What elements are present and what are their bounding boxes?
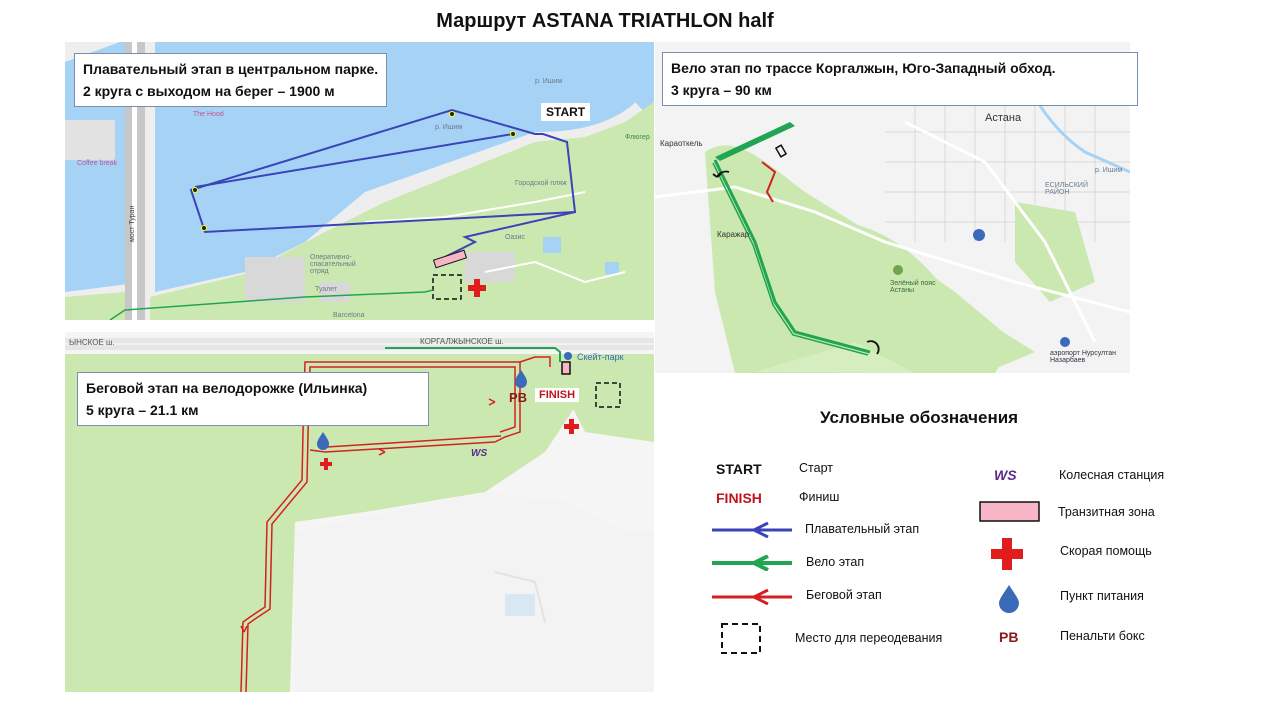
- karazhar-label: Каражар: [717, 230, 750, 239]
- run-distance: 5 круга – 21.1 км: [86, 402, 199, 418]
- legend-run-label: Беговой этап: [806, 588, 882, 602]
- penalty-box-marker: PB: [509, 390, 528, 405]
- legend-pb-label: Пенальти бокс: [1060, 629, 1145, 643]
- legend-transit-label: Транзитная зона: [1058, 505, 1155, 519]
- legend-water-drop-icon: [999, 585, 1019, 613]
- legend-swim-line-icon: [712, 522, 792, 538]
- road-label: КОРГАЛЖЫНСКОЕ ш.: [420, 337, 504, 346]
- legend-ws-label: Колесная станция: [1059, 468, 1165, 482]
- rescue-label: Оперативно-спасательный отряд: [310, 254, 356, 275]
- karaotkel-label: Караоткель: [660, 139, 703, 148]
- legend-title: Условные обозначения: [820, 408, 1019, 427]
- run-title: Беговой этап на велодорожке (Ильинка): [86, 380, 368, 396]
- bike-title: Вело этап по трассе Коргалжын, Юго-Запад…: [671, 60, 1056, 76]
- bike-callout: Вело этап по трассе Коргалжын, Юго-Запад…: [662, 52, 1138, 106]
- legend-food-label: Пункт питания: [1060, 589, 1144, 603]
- bar-label: Barcelona: [333, 312, 365, 319]
- legend-transit-icon: [979, 501, 1040, 522]
- oasis-label: Оазис: [505, 234, 525, 241]
- legend-start-symbol: START: [716, 461, 762, 477]
- legend-run-line-icon: [712, 589, 792, 605]
- swim-callout: Плавательный этап в центральном парке. 2…: [74, 53, 388, 107]
- finish-marker: FINISH: [535, 388, 580, 402]
- start-marker: START: [541, 103, 591, 121]
- legend-swim-label: Плавательный этап: [805, 522, 920, 536]
- legend-pb-symbol: PB: [999, 629, 1019, 645]
- legend-finish-label: Финиш: [799, 490, 840, 504]
- legend-first-aid-label: Скорая помощь: [1060, 544, 1152, 558]
- astana-label: Астана: [985, 112, 1022, 124]
- ishim-label: р. Ишим: [1095, 167, 1123, 174]
- district-label: ЕСИЛЬСКИЙ РАЙОН: [1045, 182, 1088, 196]
- page-title: Маршрут ASTANA TRIATHLON half: [436, 10, 774, 32]
- legend-changing-area-icon: [721, 623, 761, 654]
- swim-map: [65, 42, 654, 320]
- legend-finish-symbol: FINISH: [716, 490, 762, 506]
- swim-distance: 2 круга с выходом на берег – 1900 м: [83, 83, 335, 99]
- airport-label: аэропорт Нурсултан Назарбаев: [1050, 350, 1117, 364]
- legend-ws-symbol: WS: [994, 467, 1017, 483]
- swim-title: Плавательный этап в центральном парке.: [83, 61, 379, 77]
- legend-changing-label: Место для переодевания: [795, 631, 943, 645]
- legend-first-aid-icon: [991, 538, 1023, 570]
- river-label-2: р. Ишим: [435, 124, 463, 131]
- wheel-station-marker: WS: [471, 448, 488, 459]
- bridge-label: мост Туран: [129, 205, 136, 242]
- legend-bike-line-icon: [712, 555, 792, 571]
- bike-map: [655, 61, 1130, 373]
- bike-distance: 3 круга – 90 км: [671, 82, 772, 98]
- legend-start-label: Старт: [799, 461, 833, 475]
- beach-label: Городской пляж: [515, 180, 567, 187]
- toilet-label: Туалет: [315, 286, 338, 293]
- road-label-left: ЫНСКОЕ ш.: [69, 338, 115, 347]
- hood-label: The Hood: [193, 111, 224, 118]
- coffee-label: Coffee break: [77, 160, 117, 167]
- green-belt-label: Зелёный пояс Астаны: [890, 280, 936, 294]
- legend-bike-label: Вело этап: [806, 555, 865, 569]
- river-label: р. Ишим: [535, 78, 563, 85]
- skate-park-label: Скейт-парк: [577, 352, 624, 362]
- flag-label: Флюгер: [625, 134, 650, 141]
- run-map: [65, 338, 654, 692]
- run-callout: Беговой этап на велодорожке (Ильинка) 5 …: [77, 372, 429, 426]
